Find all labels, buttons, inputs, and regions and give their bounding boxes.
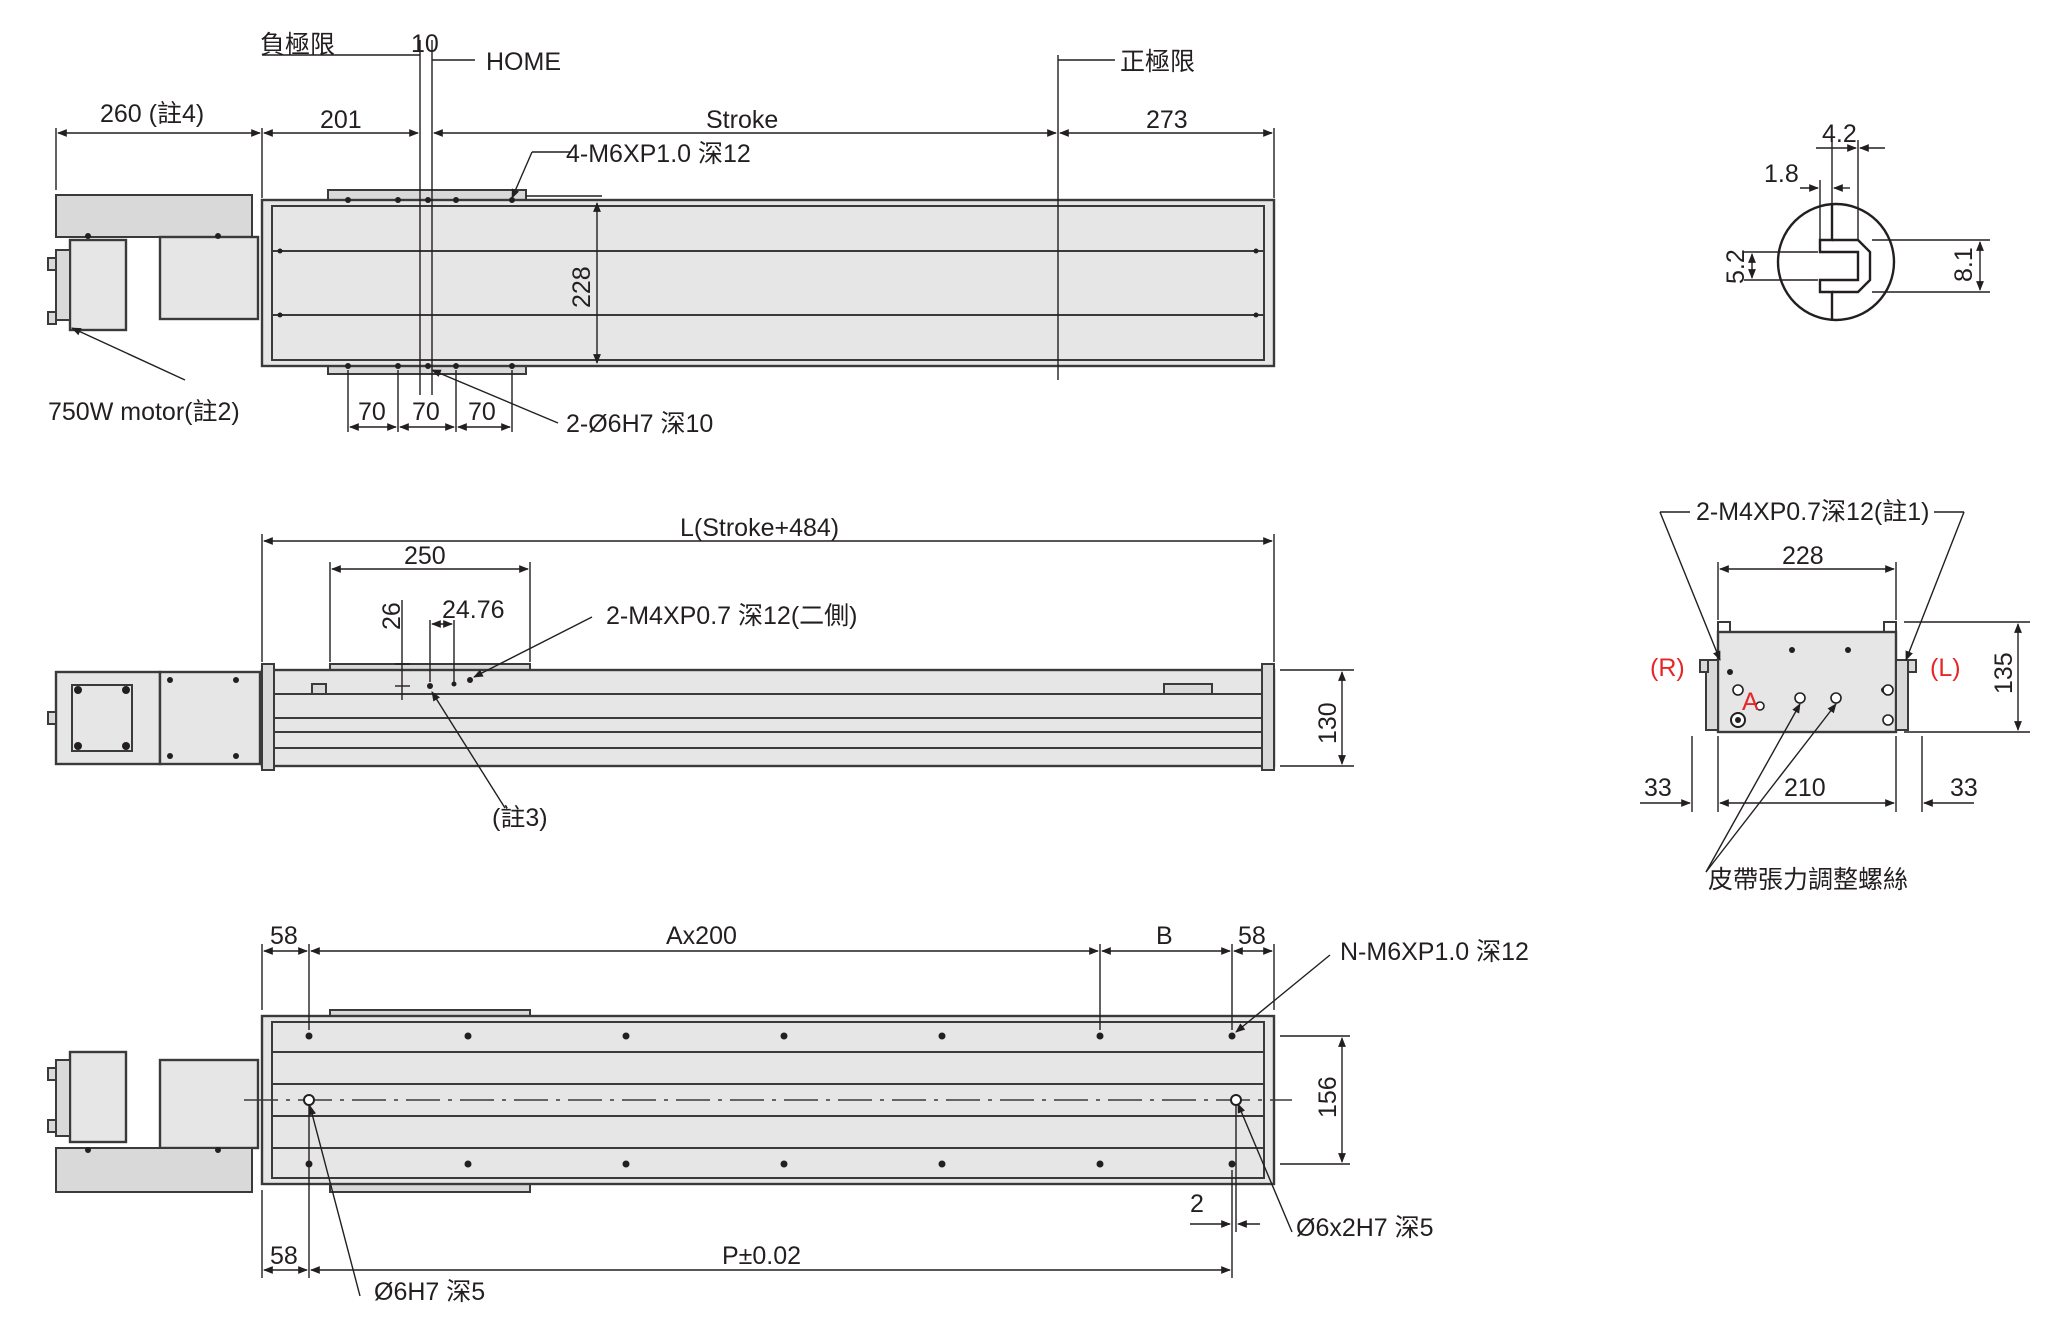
bottom-motor-cover	[55, 1147, 253, 1193]
side-motor-face	[54, 670, 162, 766]
motor-note: 750W motor(註2)	[48, 398, 240, 426]
bottom-motor-body	[68, 1050, 128, 1144]
pitch-p-label: P±0.02	[722, 1242, 801, 1270]
top-view-inner	[271, 205, 1265, 361]
total-length-label: L(Stroke+484)	[680, 514, 839, 542]
end-view: 2-M4XP0.7深12(註1) 228 (R) (L) A 135 33 21…	[1640, 498, 2030, 894]
stroke-label: Stroke	[706, 106, 778, 134]
dim-5-2-label: 5.2	[1722, 249, 1750, 284]
end-dim-210: 210	[1784, 774, 1826, 802]
dim-58-right-label: 58	[1238, 922, 1266, 950]
side-view: L(Stroke+484) 250 26 24.76 2-M4XP0.7 深12…	[47, 514, 1354, 832]
side-motor-square	[71, 684, 133, 752]
dim-4-2-label: 4.2	[1822, 120, 1857, 148]
belt-tension-note: 皮帶張力調整螺絲	[1708, 866, 1908, 894]
pos-limit-label: 正極限	[1120, 48, 1195, 76]
side-coupling	[158, 670, 262, 766]
carriage-250-label: 250	[404, 542, 446, 570]
bottom-tap-note: N-M6XP1.0 深12	[1340, 938, 1529, 966]
end-view-body	[1716, 630, 1898, 734]
dim-8-1-label: 8.1	[1950, 247, 1978, 282]
neg-limit-label: 負極限	[260, 31, 335, 59]
note-3-label: (註3)	[492, 804, 548, 832]
height-130-label: 130	[1314, 702, 1342, 744]
pitch-70-1: 70	[358, 398, 386, 426]
motor-length-label: 260 (註4)	[100, 100, 204, 128]
dim-1-8-label: 1.8	[1764, 160, 1799, 188]
dim-273-label: 273	[1146, 106, 1188, 134]
end-width-228-label: 228	[1782, 542, 1824, 570]
coupling-housing	[158, 235, 260, 321]
dim-201-label: 201	[320, 106, 362, 134]
top-pin-note: 2-Ø6H7 深10	[566, 410, 713, 438]
dim-24-76-label: 24.76	[442, 596, 505, 624]
bottom-holes	[303, 1032, 1242, 1168]
dim-58-left-label: 58	[270, 922, 298, 950]
top-view: 負極限 10 HOME 正極限 260 (註4) 201 Stroke 273 …	[47, 30, 1276, 438]
home-label: HOME	[486, 48, 561, 76]
end-dim-33-right: 33	[1950, 774, 1978, 802]
pin-detail-profile	[1818, 205, 1860, 319]
top-view-holes	[85, 197, 1259, 369]
ax200-label: Ax200	[666, 922, 737, 950]
end-tap-note: 2-M4XP0.7深12(註1)	[1696, 498, 1929, 526]
pin-detail-circle	[1776, 202, 1896, 322]
motor-connector-top	[47, 257, 57, 271]
pin-detail: 4.2 1.8 5.2 8.1	[1722, 120, 1990, 322]
top-view-body	[260, 198, 1276, 368]
dim-26-label: 26	[378, 602, 406, 630]
motor-body	[68, 238, 128, 332]
bottom-coupling	[158, 1058, 260, 1150]
top-tap-note: 4-M6XP1.0 深12	[566, 140, 751, 168]
width-156-label: 156	[1314, 1076, 1342, 1118]
motor-flange	[55, 249, 71, 321]
pitch-70-3: 70	[468, 398, 496, 426]
dim-2-label: 2	[1190, 1190, 1204, 1218]
motor-connector-bottom	[47, 311, 57, 325]
pitch-70-2: 70	[412, 398, 440, 426]
label-l: (L)	[1930, 654, 1961, 682]
home-offset-label: 10	[411, 30, 439, 58]
label-r: (R)	[1650, 654, 1685, 682]
dim-58-bottom-label: 58	[270, 1242, 298, 1270]
end-dim-33-left: 33	[1644, 774, 1672, 802]
bottom-view: 58 Ax200 B 58 N-M6XP1.0 深12 156 2 Ø6x2H7…	[47, 922, 1529, 1306]
height-228-label: 228	[568, 266, 596, 308]
motor-cover	[55, 194, 253, 238]
dim-b-label: B	[1156, 922, 1173, 950]
bottom-pin-left-note: Ø6H7 深5	[374, 1278, 485, 1306]
label-a: A	[1742, 688, 1759, 716]
bottom-pin-right-note: Ø6x2H7 深5	[1296, 1214, 1434, 1242]
end-height-135-label: 135	[1990, 652, 2018, 694]
side-tap-note: 2-M4XP0.7 深12(二側)	[606, 602, 857, 630]
